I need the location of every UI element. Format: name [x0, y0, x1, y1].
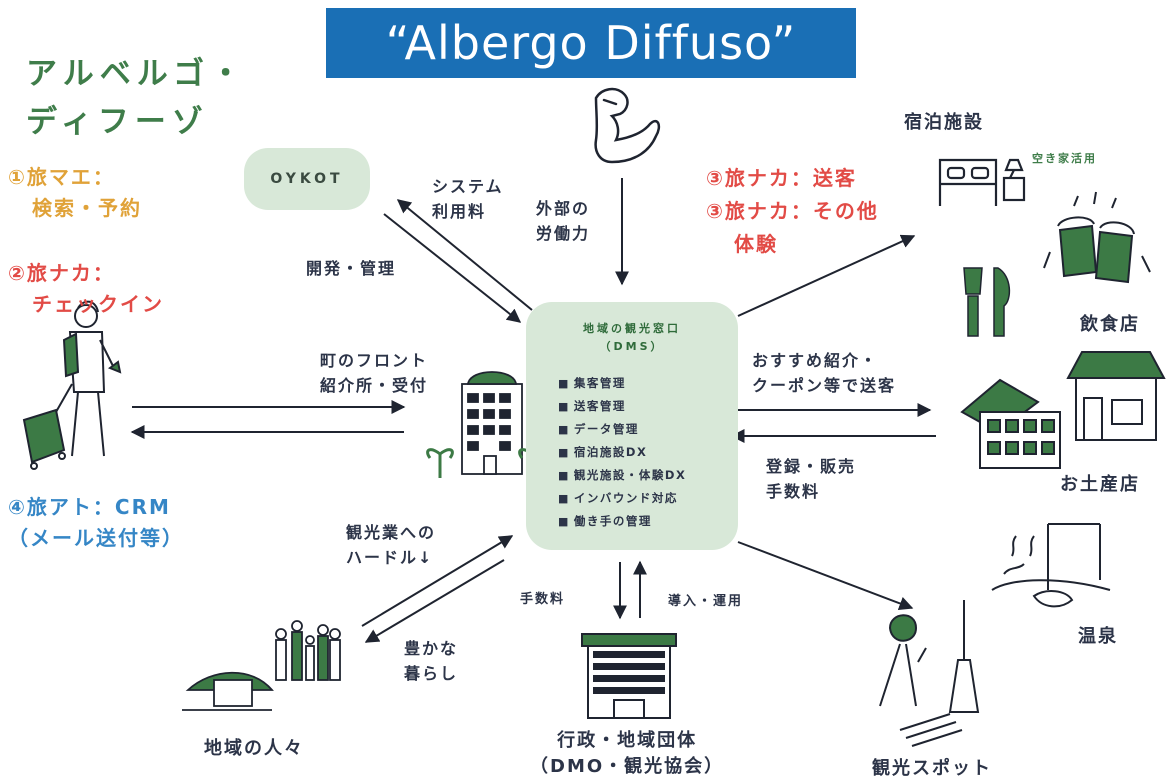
residents-illustration	[182, 620, 341, 711]
step-3b-line-1: ③旅ナカ：その他	[706, 199, 879, 223]
arrow-to-lodging	[737, 234, 916, 317]
label-front-desk: 町のフロント 紹介所・受付	[320, 348, 428, 398]
dms-item: 集客管理	[558, 372, 686, 395]
caption-gov-1: 行政・地域団体	[557, 730, 698, 751]
label-recommend-1: おすすめ紹介・	[752, 351, 879, 370]
oykot-box: OYKOT	[244, 148, 370, 210]
dms-title-line-1: 地域の観光窓口	[583, 322, 681, 335]
title-line-2: ディフーゾ	[26, 104, 209, 140]
label-hurdle: 観光業への ハードル↓	[346, 520, 436, 570]
page-title: アルベルゴ・ ディフーゾ	[26, 50, 247, 146]
dms-item: 宿泊施設DX	[558, 441, 686, 464]
dms-item: インバウンド対応	[558, 487, 686, 510]
government-building-illustration	[581, 633, 677, 719]
step-during-trip: ③旅ナカ：送客 ③旅ナカ：その他 体験	[706, 162, 879, 261]
hotel-building-illustration	[426, 371, 546, 478]
caption-souvenir: お土産店	[1060, 474, 1140, 495]
beer-mugs-icon	[1043, 191, 1151, 284]
dms-item: データ管理	[558, 418, 686, 441]
caption-gov-2: （DMO・観光協会）	[530, 756, 725, 777]
arrow-rich-life	[364, 559, 505, 643]
label-recommend-2: クーポン等で送客	[752, 376, 897, 395]
dms-title-line-2: （DMS）	[599, 340, 665, 353]
shop-icon	[1066, 351, 1166, 441]
bed-icon	[938, 158, 1026, 206]
label-front-1: 町のフロント	[320, 351, 429, 370]
label-labor-1: 外部の	[536, 199, 591, 218]
arrows	[130, 178, 936, 643]
title-banner: “Albergo Diffuso”	[326, 8, 856, 78]
arrow-to-spot	[737, 541, 914, 611]
label-system-fee-1: システム	[432, 177, 504, 196]
dms-title: 地域の観光窓口 （DMS）	[526, 320, 738, 356]
label-system-fee-2: 利用料	[432, 202, 487, 221]
label-system-fee: システム 利用料	[432, 174, 504, 224]
caption-tourist-spot: 観光スポット	[872, 758, 992, 779]
souvenir-box-icon	[960, 378, 1061, 469]
title-line-1: アルベルゴ・	[26, 56, 248, 92]
step-before-trip: ①旅マエ： 検索・予約	[8, 162, 142, 224]
label-rich-1: 豊かな	[404, 639, 459, 658]
step-1-line-1: ①旅マエ：	[8, 165, 115, 189]
label-fee: 手数料	[520, 592, 566, 607]
label-register-fee: 登録・販売 手数料	[766, 454, 856, 504]
caption-restaurant: 飲食店	[1080, 314, 1140, 335]
arrow-dev-manage	[383, 213, 522, 323]
fork-knife-icon	[963, 267, 1011, 337]
step-4-line-1: ④旅アト：CRM	[8, 495, 171, 519]
label-labor-2: 労働力	[536, 224, 591, 243]
caption-government: 行政・地域団体 （DMO・観光協会）	[530, 728, 724, 780]
label-external-labor: 外部の 労働力	[536, 196, 590, 246]
step-after-trip: ④旅アト：CRM （メール送付等）	[8, 492, 184, 554]
label-front-2: 紹介所・受付	[320, 376, 429, 395]
step-4-line-2: （メール送付等）	[8, 526, 184, 550]
praying-woman-illustration	[879, 600, 980, 747]
muscle-arm-icon	[594, 87, 661, 164]
dms-function-list: 集客管理 送客管理 データ管理 宿泊施設DX 観光施設・体験DX インバウンド対…	[558, 372, 686, 533]
step-3a: ③旅ナカ：送客	[706, 166, 857, 190]
step-2-line-2: チェックイン	[32, 292, 164, 316]
arrow-hurdle	[361, 535, 514, 627]
dms-item: 送客管理	[558, 395, 686, 418]
step-2-line-1: ②旅ナカ：	[8, 261, 115, 285]
label-recommend: おすすめ紹介・ クーポン等で送客	[752, 348, 896, 398]
onsen-illustration	[991, 523, 1111, 608]
label-vacant-house: 空き家活用	[1032, 152, 1097, 165]
label-hurdle-2: ハードル↓	[346, 548, 434, 567]
dms-item: 働き手の管理	[558, 510, 686, 533]
step-check-in: ②旅ナカ： チェックイン	[8, 258, 164, 320]
label-rich-2: 暮らし	[404, 664, 459, 683]
caption-lodging: 宿泊施設	[904, 112, 984, 133]
step-1-line-2: 検索・予約	[32, 196, 142, 220]
arrow-system-fee	[396, 199, 533, 311]
caption-onsen: 温泉	[1078, 626, 1118, 647]
caption-residents: 地域の人々	[204, 738, 304, 759]
traveler-illustration	[22, 300, 122, 470]
label-rich-life: 豊かな 暮らし	[404, 636, 458, 686]
step-3b-line-2: 体験	[734, 232, 778, 256]
label-hurdle-1: 観光業への	[346, 523, 437, 542]
label-intro-operation: 導入・運用	[668, 594, 744, 609]
dms-item: 観光施設・体験DX	[558, 464, 686, 487]
label-dev-manage: 開発・管理	[306, 259, 397, 278]
dms-box: 地域の観光窓口 （DMS） 集客管理 送客管理 データ管理 宿泊施設DX 観光施…	[526, 302, 738, 550]
label-register-1: 登録・販売	[766, 457, 857, 476]
label-register-2: 手数料	[766, 482, 821, 501]
